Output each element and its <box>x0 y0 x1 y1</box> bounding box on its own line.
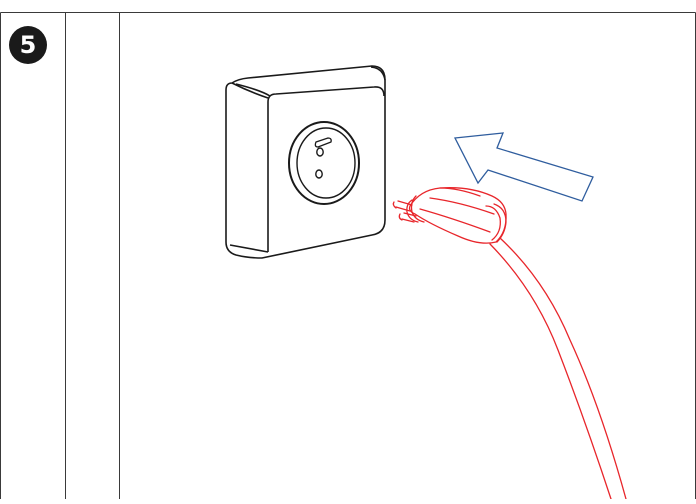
power-plug-icon <box>392 187 627 500</box>
wall-socket-icon <box>225 65 386 259</box>
step-number-badge: 5 <box>9 26 47 64</box>
insert-direction-arrow-icon <box>453 132 594 202</box>
